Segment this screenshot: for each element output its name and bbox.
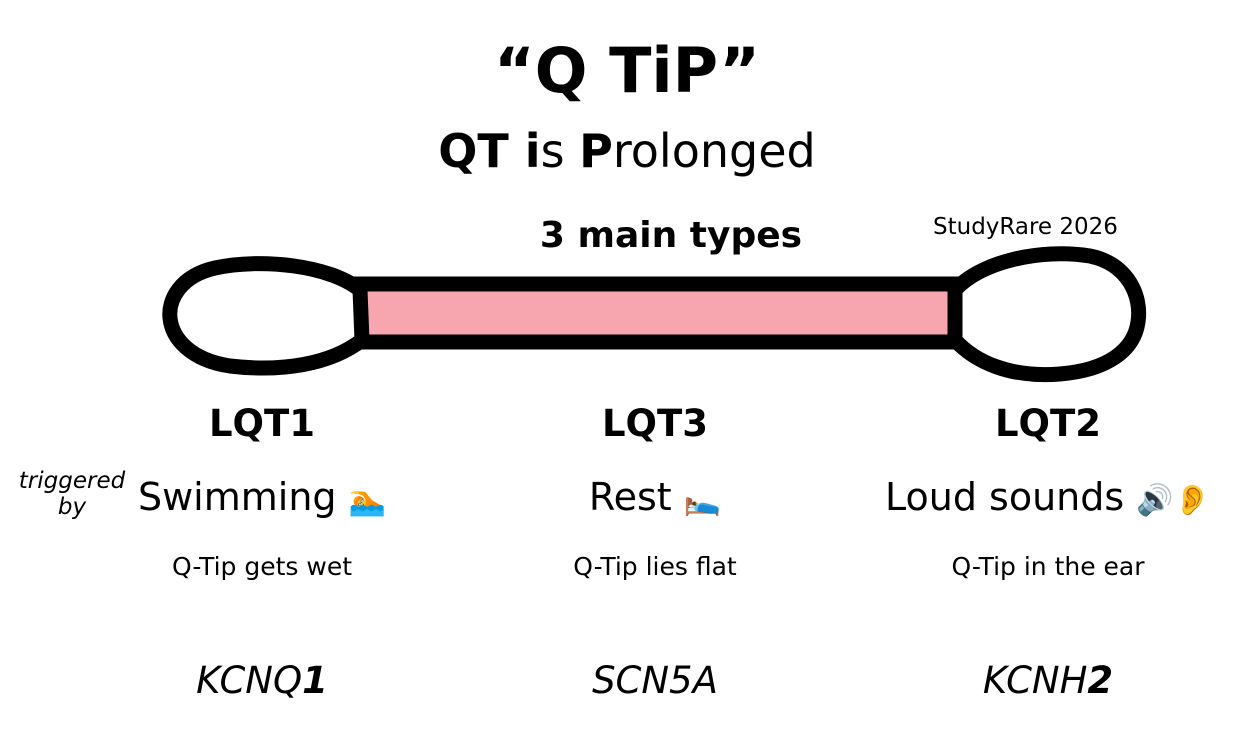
qtip-shaft xyxy=(352,276,963,350)
subtitle-rolonged: rolonged xyxy=(612,124,816,178)
type-trigger: Loud sounds 🔊👂 xyxy=(818,478,1254,516)
types-label: 3 main types xyxy=(539,215,803,256)
gene-suffix: 2 xyxy=(1087,659,1114,702)
type-name: LQT3 xyxy=(601,402,708,445)
triggered-by-line1: triggered xyxy=(18,468,126,494)
subtitle-s: s xyxy=(540,124,580,178)
type-name: LQT2 xyxy=(994,402,1101,445)
credit-label: StudyRare 2026 xyxy=(933,214,1118,240)
qtip-right-swab xyxy=(947,246,1147,383)
type-mnemonic: Q-Tip lies flat xyxy=(573,552,737,581)
type-trigger: Rest 🛌 xyxy=(425,478,885,516)
qtip-left-swab xyxy=(162,256,370,376)
trigger-text: Rest xyxy=(588,475,672,519)
trigger-text: Swimming xyxy=(137,475,337,519)
type-gene: KCNQ1 xyxy=(72,662,452,699)
triggered-by-label: triggered by xyxy=(12,468,132,521)
type-mnemonic: Q-Tip in the ear xyxy=(951,552,1145,581)
type-gene: KCNH2 xyxy=(858,662,1238,699)
type-mnemonic: Q-Tip gets wet xyxy=(171,552,353,581)
gene-main: KCNQ xyxy=(196,659,303,702)
triggered-by-line2: by xyxy=(57,494,87,521)
swimmer-icon: 🏊 xyxy=(348,483,386,518)
gene-suffix: 1 xyxy=(302,659,328,702)
type-name: LQT1 xyxy=(208,402,315,445)
trigger-text: Loud sounds xyxy=(885,475,1125,519)
subtitle-qt: QT xyxy=(438,124,525,178)
subtitle-i: i xyxy=(524,124,541,178)
gene-main: KCNH xyxy=(982,659,1088,702)
speaker-ear-icon: 🔊👂 xyxy=(1136,483,1211,518)
subtitle: QT is Prolonged xyxy=(0,128,1254,174)
type-gene: SCN5A xyxy=(465,662,845,699)
gene-main: SCN5A xyxy=(592,659,718,702)
subtitle-p: P xyxy=(579,124,613,178)
type-trigger: Swimming 🏊 xyxy=(32,478,492,516)
page-title: “Q TiP” xyxy=(494,34,760,107)
bed-icon: 🛌 xyxy=(683,483,722,518)
